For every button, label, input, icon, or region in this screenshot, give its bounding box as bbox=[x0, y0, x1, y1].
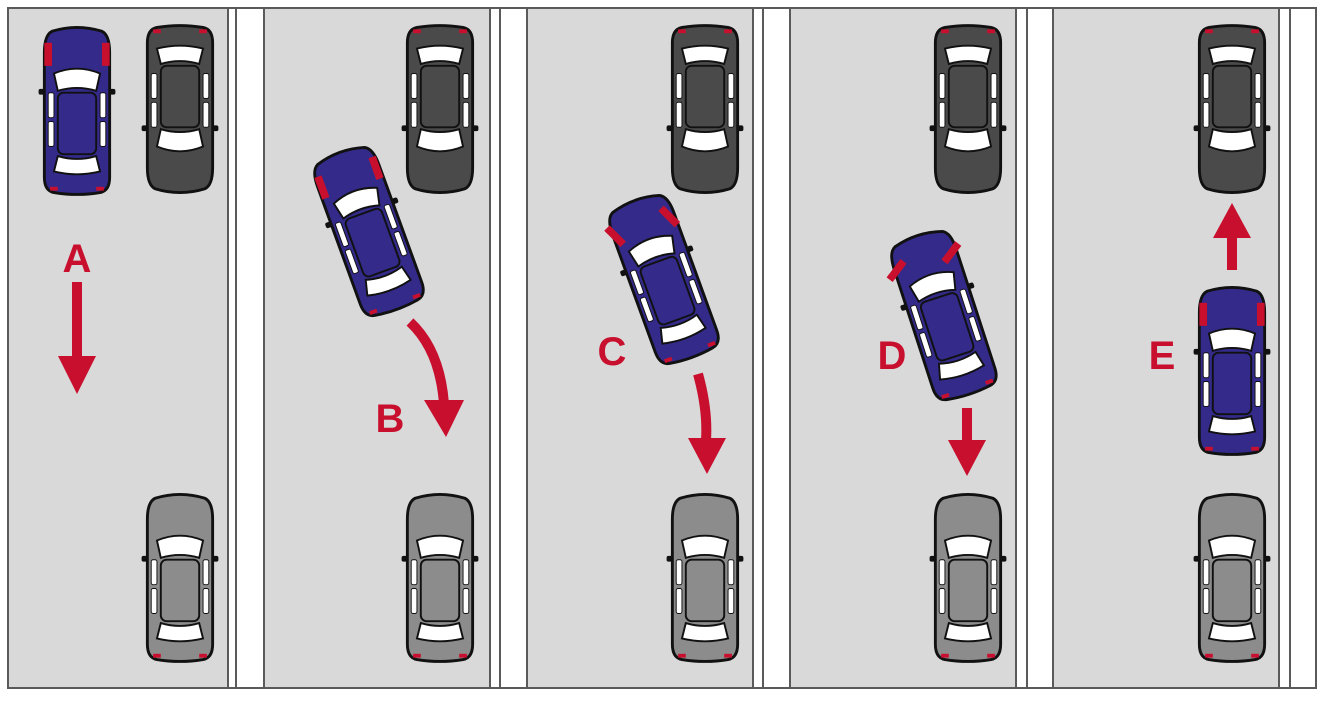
parked-car-rear-1 bbox=[140, 493, 220, 663]
arrow-step-c bbox=[688, 372, 726, 474]
front-wheel-icon bbox=[101, 42, 110, 66]
user-car-step-d bbox=[879, 222, 1008, 408]
front-wheel-icon bbox=[1199, 302, 1208, 326]
parked-car-rear-3 bbox=[665, 493, 745, 663]
step-label-e: E bbox=[1149, 334, 1176, 378]
user-car-step-b bbox=[302, 137, 435, 324]
cars-layer bbox=[37, 24, 1272, 663]
arrow-step-b bbox=[406, 318, 464, 437]
parked-car-rear-5 bbox=[1192, 493, 1272, 663]
step-label-c: C bbox=[598, 330, 627, 374]
front-wheel-icon bbox=[368, 155, 384, 180]
arrow-step-e bbox=[1213, 203, 1251, 270]
parked-car-front-2 bbox=[400, 24, 480, 195]
front-wheel-icon bbox=[658, 205, 681, 228]
user-car-step-e bbox=[1192, 286, 1272, 456]
parked-car-front-5 bbox=[1192, 24, 1272, 195]
front-wheel-icon bbox=[314, 175, 330, 200]
step-label-b: B bbox=[376, 397, 405, 441]
step-label-a: A bbox=[63, 237, 92, 281]
front-wheel-icon bbox=[44, 42, 53, 66]
parked-car-front-1 bbox=[140, 24, 220, 195]
arrow-step-d bbox=[948, 408, 986, 476]
arrows-layer bbox=[58, 203, 1251, 476]
front-wheel-icon bbox=[886, 259, 907, 283]
front-wheel-icon bbox=[941, 241, 962, 265]
front-wheel-icon bbox=[604, 225, 626, 248]
parked-car-front-4 bbox=[928, 24, 1008, 195]
step-label-d: D bbox=[878, 334, 907, 378]
parked-car-front-3 bbox=[665, 24, 745, 195]
parked-car-rear-4 bbox=[928, 493, 1008, 663]
front-wheel-icon bbox=[1256, 302, 1265, 326]
parked-car-rear-2 bbox=[400, 493, 480, 663]
user-car-step-a bbox=[37, 25, 117, 196]
arrow-step-a bbox=[58, 282, 96, 394]
user-car-step-c bbox=[597, 185, 730, 372]
